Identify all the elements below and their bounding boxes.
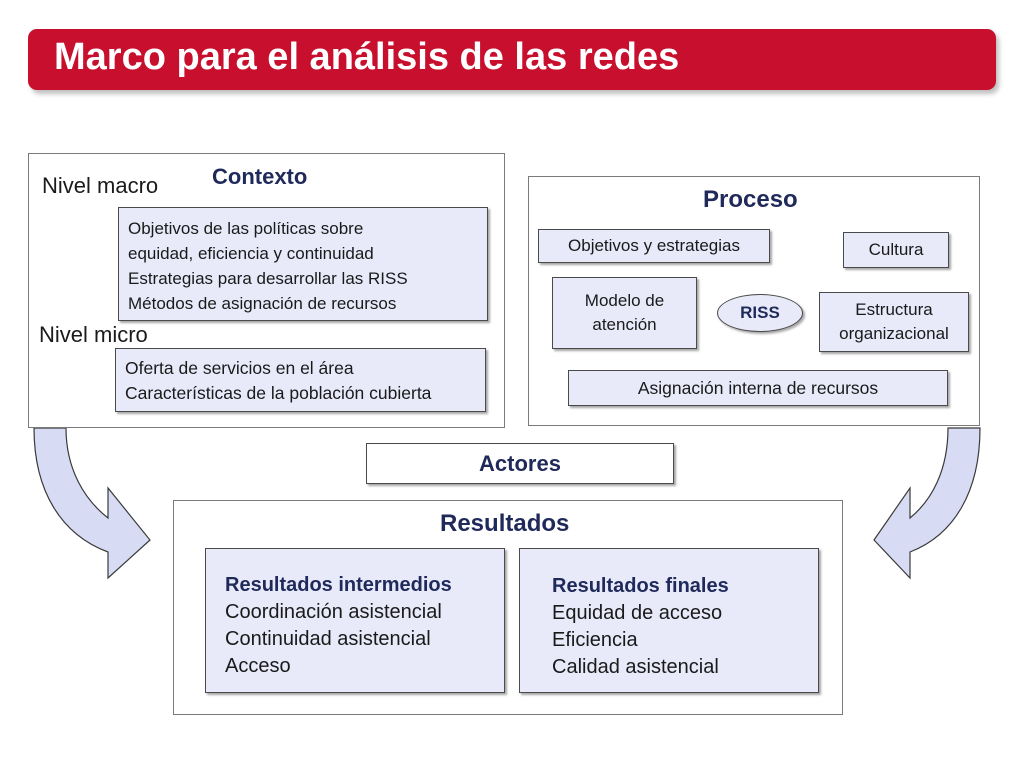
actores-label: Actores — [479, 450, 561, 476]
title-bar: Marco para el análisis de las redes — [28, 29, 996, 90]
micro-item: Oferta de servicios en el área — [125, 358, 354, 378]
intermedios-title: Resultados intermedios — [225, 574, 452, 596]
micro-item: Características de la población cubierta — [125, 383, 432, 403]
riss-node: RISS — [717, 294, 803, 332]
objetivos-label: Objetivos y estrategias — [568, 236, 740, 255]
resultados-heading: Resultados — [440, 510, 570, 537]
intermedios-item: Continuidad asistencial — [225, 628, 431, 650]
proceso-heading: Proceso — [703, 186, 798, 213]
finales-item: Equidad de acceso — [552, 602, 723, 624]
macro-item: Objetivos de las políticas sobre — [128, 219, 364, 238]
cultura-box: Cultura — [843, 232, 949, 268]
finales-item: Eficiencia — [552, 629, 638, 651]
finales-item: Calidad asistencial — [552, 656, 719, 678]
intermedios-item: Acceso — [225, 655, 291, 677]
micro-box: Oferta de servicios en el área Caracterí… — [115, 348, 486, 412]
macro-item: Estrategias para desarrollar las RISS — [128, 269, 408, 288]
macro-item: Métodos de asignación de recursos — [128, 294, 397, 313]
right-curved-arrow — [873, 427, 981, 580]
resultados-finales-box: Resultados finales Equidad de acceso Efi… — [519, 548, 819, 693]
asignacion-label: Asignación interna de recursos — [637, 377, 879, 398]
modelo-label-line2: atención — [592, 315, 657, 334]
modelo-box: Modelo de atención — [552, 277, 697, 349]
nivel-macro-label: Nivel macro — [42, 173, 159, 198]
page-title: Marco para el análisis de las redes — [54, 36, 680, 78]
objetivos-box: Objetivos y estrategias — [538, 229, 770, 263]
asignacion-box: Asignación interna de recursos — [568, 370, 948, 406]
finales-title: Resultados finales — [552, 575, 729, 597]
actores-box: Actores — [366, 443, 674, 484]
modelo-label-line1: Modelo de — [584, 291, 665, 310]
riss-label: RISS — [740, 303, 780, 322]
macro-box: Objetivos de las políticas sobre equidad… — [118, 207, 488, 321]
cultura-label: Cultura — [868, 240, 924, 259]
intermedios-item: Coordinación asistencial — [225, 601, 442, 623]
nivel-micro-label: Nivel micro — [39, 322, 148, 347]
estructura-box: Estructura organizacional — [819, 292, 969, 352]
macro-item: equidad, eficiencia y continuidad — [128, 244, 374, 263]
estructura-label-line2: organizacional — [839, 324, 949, 343]
contexto-heading: Contexto — [212, 164, 308, 189]
estructura-label-line1: Estructura — [855, 300, 933, 319]
left-curved-arrow — [33, 427, 151, 580]
resultados-intermedios-box: Resultados intermedios Coordinación asis… — [205, 548, 505, 693]
